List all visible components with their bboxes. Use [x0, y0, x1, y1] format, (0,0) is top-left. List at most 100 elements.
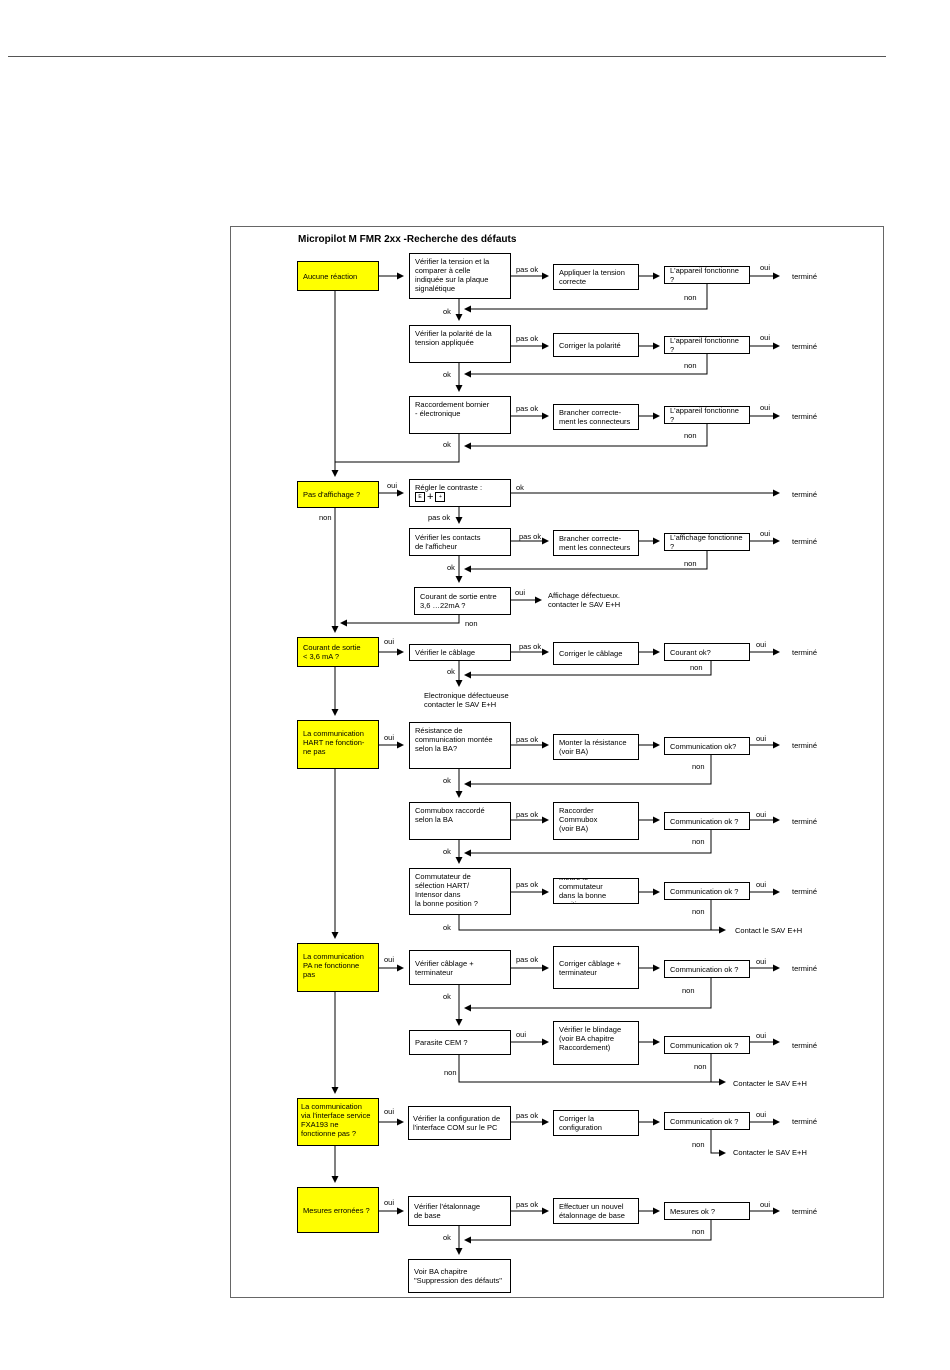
check-resistance: Résistance de communication montée selon…	[409, 722, 511, 769]
plus-icon: +	[427, 490, 434, 503]
check-courant-sortie: Courant de sortie entre 3,6 …22mA ?	[414, 587, 511, 615]
result-contacter-sav-fxa: Contacter le SAV E+H	[733, 1148, 807, 1157]
result-contact-sav-hart: Contact le SAV E+H	[735, 926, 803, 935]
start-aucune-reaction: Aucune réaction	[297, 261, 379, 291]
connector-label-oui: oui	[756, 1110, 767, 1119]
connector-label-pas-ok: pas ok	[516, 404, 539, 413]
connector-label-termine: terminé	[792, 412, 818, 421]
test-communication-fxa: Communication ok ?	[664, 1112, 750, 1130]
connector-label-oui: oui	[515, 588, 526, 597]
check-cablage: Vérifier le câblage	[409, 644, 511, 661]
connector-label-ok: ok	[447, 667, 455, 676]
connector-label-ok: ok	[443, 923, 451, 932]
connector-label-ok: ok	[443, 847, 451, 856]
check-polarite: Vérifier la polarité de la tension appli…	[409, 325, 511, 363]
connector-label-termine: terminé	[792, 342, 818, 351]
connector-label-pas-ok: pas ok	[516, 1200, 539, 1209]
test-appareil-2: L'appareil fonctionne ?	[664, 336, 750, 354]
connector-label-non: non	[684, 431, 697, 440]
connector-label-oui: oui	[756, 640, 767, 649]
test-communication-hart-1: Communication ok?	[664, 737, 750, 755]
connector-label-oui: oui	[387, 481, 398, 490]
connector-label-termine: terminé	[792, 1207, 818, 1216]
fix-cablage: Corriger le câblage	[553, 642, 639, 665]
connector-label-termine: terminé	[792, 887, 818, 896]
test-appareil-1: L'appareil fonctionne ?	[664, 266, 750, 284]
fix-connecteurs-1: Brancher correcte- ment les connecteurs	[553, 404, 639, 430]
connector-label-ok: ok	[443, 992, 451, 1001]
connector-label-ok: ok	[443, 440, 451, 449]
check-commubox: Commubox raccordé selon la BA	[409, 802, 511, 840]
connector-label-oui: oui	[760, 333, 771, 342]
connector-label-oui: oui	[760, 403, 771, 412]
test-appareil-3: L'appareil fonctionne ?	[664, 406, 750, 424]
connector-label-non: non	[692, 1227, 705, 1236]
connector-label-pas-ok: pas ok	[428, 513, 451, 522]
connector-label-oui: oui	[756, 1031, 767, 1040]
connector-label-ok: ok	[443, 370, 451, 379]
connector-label-oui: oui	[384, 637, 395, 646]
connector-label-pas-ok: pas ok	[516, 880, 539, 889]
fix-polarite: Corriger la polarité	[553, 333, 639, 357]
connector-label-pas-ok: pas ok	[516, 334, 539, 343]
check-tension: Vérifier la tension et la comparer à cel…	[409, 253, 511, 299]
connector-label-termine: terminé	[792, 817, 818, 826]
connector-label-termine: terminé	[792, 964, 818, 973]
key-plus-icon: +	[435, 492, 446, 503]
final-voir-ba: Voir BA chapitre "Suppression des défaut…	[408, 1259, 511, 1293]
connector-label-oui: oui	[384, 1198, 395, 1207]
connector-label-non: non	[690, 663, 703, 672]
test-affichage: L'affichage fonctionne ?	[664, 533, 750, 551]
connector-label-oui: oui	[756, 810, 767, 819]
test-communication-hart-3: Communication ok ?	[664, 882, 750, 900]
connector-label-non: non	[692, 907, 705, 916]
fix-commubox: Raccorder Commubox (voir BA)	[553, 802, 639, 840]
connector-label-termine: terminé	[792, 741, 818, 750]
connector-label-termine: terminé	[792, 272, 818, 281]
connector-label-termine: terminé	[792, 1117, 818, 1126]
test-communication-pa-2: Communication ok ?	[664, 1036, 750, 1054]
connector-label-ok: ok	[443, 1233, 451, 1242]
connector-label-oui: oui	[384, 733, 395, 742]
key-e-icon: E	[415, 492, 425, 503]
check-cablage-terminateur: Vérifier câblage + terminateur	[409, 950, 511, 985]
connector-label-pas-ok: pas ok	[516, 810, 539, 819]
connector-label-ok: ok	[447, 563, 455, 572]
connector-label-oui: oui	[756, 957, 767, 966]
start-fxa193: La communication via l'interface service…	[297, 1098, 379, 1146]
result-electronique-defectueuse: Electronique défectueuse contacter le SA…	[424, 691, 509, 709]
connector-label-non: non	[692, 1140, 705, 1149]
connector-label-pas-ok: pas ok	[519, 532, 542, 541]
fix-blindage: Vérifier le blindage (voir BA chapitre R…	[553, 1021, 639, 1065]
test-communication-hart-2: Communication ok ?	[664, 812, 750, 830]
start-courant: Courant de sortie < 3,6 mA ?	[297, 637, 379, 667]
check-contacts-afficheur: Vérifier les contacts de l'afficheur	[409, 528, 511, 556]
connector-label-termine: terminé	[792, 490, 818, 499]
connector-label-termine: terminé	[792, 537, 818, 546]
fix-configuration: Corriger la configuration	[553, 1110, 639, 1136]
connector-label-ok: ok	[443, 776, 451, 785]
connector-label-non: non	[694, 1062, 707, 1071]
test-mesures: Mesures ok ?	[664, 1202, 750, 1220]
connector-label-ok: ok	[516, 483, 524, 492]
result-contacter-sav-pa: Contacter le SAV E+H	[733, 1079, 807, 1088]
fix-resistance: Monter la résistance (voir BA)	[553, 734, 639, 760]
connector-label-pas-ok: pas ok	[516, 265, 539, 274]
check-commutateur: Commutateur de sélection HART/ Intensor …	[409, 868, 511, 915]
connector-label-non: non	[692, 837, 705, 846]
test-communication-pa-1: Communication ok ?	[664, 960, 750, 978]
fix-etalonnage: Effectuer un nouvel étalonnage de base	[553, 1198, 639, 1224]
connector-label-oui: oui	[384, 955, 395, 964]
flowchart-title: Micropilot M FMR 2xx -Recherche des défa…	[298, 234, 517, 245]
connector-label-pas-ok: pas ok	[516, 1111, 539, 1120]
start-hart: La communication HART ne fonction- ne pa…	[297, 720, 379, 769]
connector-label-pas-ok: pas ok	[519, 642, 542, 651]
connector-label-oui: oui	[760, 529, 771, 538]
connector-label-non: non	[682, 986, 695, 995]
connector-label-oui: oui	[760, 263, 771, 272]
check-raccordement: Raccordement bornier - électronique	[409, 396, 511, 434]
connector-label-pas-ok: pas ok	[516, 955, 539, 964]
connector-label-termine: terminé	[792, 1041, 818, 1050]
connector-label-oui: oui	[384, 1107, 395, 1116]
